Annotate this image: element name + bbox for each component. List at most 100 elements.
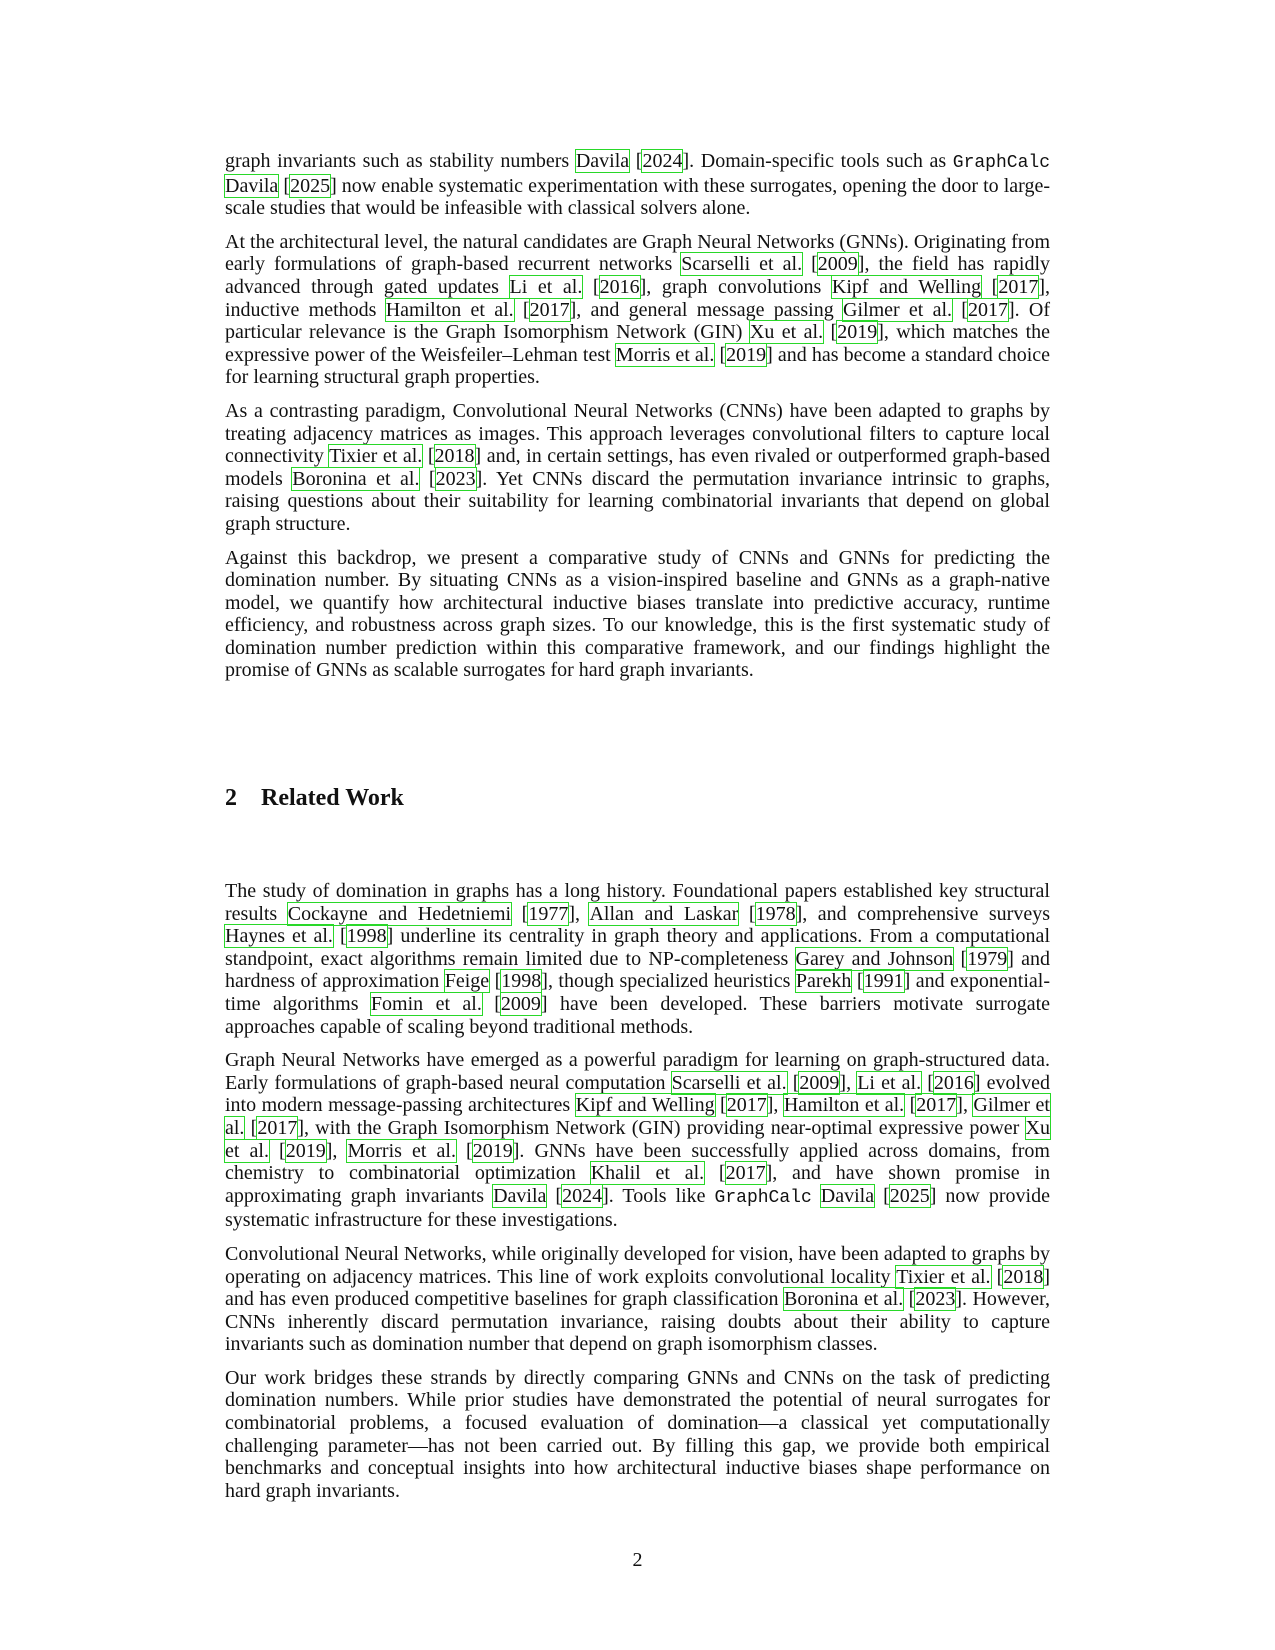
body-text: [ [952,298,968,321]
citation-link[interactable]: 2017 [997,274,1040,299]
citation-link[interactable]: Parekh [794,969,853,994]
body-text: [ [851,970,864,993]
citation-link[interactable]: Scarselli et al. [670,1070,788,1095]
body-text: ] evolved into modern message-passing ar… [225,1071,1050,1117]
citation-link[interactable]: 2016 [932,1070,975,1095]
body-text: [ [874,1184,890,1207]
citation-link[interactable]: 1991 [862,969,905,994]
citation-link[interactable]: Allan and Laskar [588,901,740,926]
citation-link[interactable]: Fomin et al. [369,991,483,1016]
body-text: ] have been developed. These barriers mo… [225,992,1051,1038]
citation-link[interactable]: Feige [443,969,491,994]
citation-link[interactable]: 2018 [1002,1264,1045,1289]
citation-link[interactable]: Xu et al. [224,1115,1051,1163]
citation-link[interactable]: Boronina et al. [291,466,421,491]
citation-link[interactable]: 2024 [641,149,684,173]
body-text: [ [546,1184,563,1207]
body-text: ], graph convolutions [639,275,832,298]
citation-link[interactable]: Davila [223,173,280,198]
citation-link[interactable]: 2009 [499,991,542,1016]
citation-link[interactable]: 2017 [528,297,571,322]
body-text: [ [823,321,838,344]
citation-link[interactable]: Boronina et al. [782,1287,905,1312]
intro-section: graph invariants such as stability numbe… [223,149,1050,693]
citation-link[interactable]: 2018 [433,444,476,469]
citation-link[interactable]: 2023 [914,1287,957,1312]
body-text: [ [714,343,727,366]
body-text: ] and hardness of approximation [225,947,1050,993]
citation-link[interactable]: Morris et al. [346,1138,457,1163]
citation-link[interactable]: 2025 [888,1183,931,1208]
citation-link[interactable]: 2016 [598,274,641,299]
citation-link[interactable]: 2017 [256,1115,299,1140]
citation-link[interactable]: Davila [574,149,631,173]
citation-link[interactable]: 2024 [561,1183,604,1208]
citation-link[interactable]: Cockayne and Hedetniemi [286,901,513,926]
citation-link[interactable]: Gilmer et al. [842,297,954,322]
citation-link[interactable]: Hamilton et al. [384,297,515,322]
body-text: [ [244,1116,258,1139]
body-text: ]. Domain-specific tools such as [682,150,953,172]
body-text: [ [629,150,643,172]
body-text: [ [904,1094,917,1117]
citation-link[interactable]: 1998 [500,969,543,994]
body-text: [ [278,174,291,197]
citation-link[interactable]: Tixier et al. [895,1264,992,1289]
citation-link[interactable]: Kipf and Welling [830,274,983,299]
citation-link[interactable]: Davila [819,1183,876,1208]
body-text: ]. Of particular relevance is the Graph … [225,298,1050,344]
citation-link[interactable]: 1978 [754,901,797,926]
body-text: [ [481,992,501,1015]
body-text: ]. However, CNNs inherently discard perm… [225,1288,1050,1356]
citation-link[interactable]: Haynes et al. [224,924,334,949]
body-text: [ [903,1288,916,1311]
citation-link[interactable]: Gilmer et al. [224,1093,1051,1140]
citation-link[interactable]: Scarselli et al. [680,252,804,277]
body-text: ], the field has rapidly advanced throug… [225,253,1050,298]
citation-link[interactable]: Garey and Johnson [794,946,955,971]
body-text: ]. Yet CNNs discard the permutation inva… [225,467,1050,535]
citation-link[interactable]: 2009 [816,252,859,277]
body-text: ], [325,1139,348,1162]
body-text: [ [802,253,818,276]
body-text: ], which matches the expressive power of… [225,321,1050,366]
citation-link[interactable]: 2019 [284,1138,327,1163]
citation-link[interactable]: 2017 [966,297,1009,322]
citation-link[interactable]: 2025 [289,173,332,198]
citation-link[interactable]: 1998 [345,924,388,949]
body-text: [ [990,1265,1004,1288]
citation-link[interactable]: 2019 [725,342,768,367]
citation-link[interactable]: 2017 [725,1093,768,1118]
citation-link[interactable]: Davila [492,1183,548,1208]
related-work-section: The study of domination in graphs has a … [224,880,1051,1513]
body-text: ], with the Graph Isomorphism Network (G… [297,1116,1026,1139]
citation-link[interactable]: 2019 [471,1138,514,1163]
intro-paragraph-1: graph invariants such as stability numbe… [223,149,1050,220]
citation-link[interactable]: 2009 [798,1070,841,1095]
citation-link[interactable]: Li et al. [856,1070,923,1095]
body-text: ], [839,1071,858,1094]
citation-link[interactable]: Xu et al. [748,320,825,345]
citation-link[interactable]: 2023 [434,466,477,491]
body-text: ] and has even produced competitive base… [225,1265,1050,1311]
citation-link[interactable]: Tixier et al. [328,444,424,469]
citation-link[interactable]: 2019 [836,320,879,345]
body-text: ] now enable systematic experimentation … [225,174,1050,220]
citation-link[interactable]: 1977 [527,901,570,926]
citation-link[interactable]: 2017 [915,1093,958,1118]
body-text: ], and comprehensive surveys [795,902,1050,925]
citation-link[interactable]: Kipf and Welling [574,1093,716,1118]
body-text: [ [704,1162,726,1185]
body-text: ] underline its centrality in graph theo… [225,925,1050,970]
citation-link[interactable]: Khalil et al. [589,1161,706,1186]
body-text [812,1185,821,1207]
citation-link[interactable]: Morris et al. [614,342,716,367]
citation-link[interactable]: 1979 [966,946,1009,971]
body-text: [ [511,902,529,925]
body-text: ], and have shown promise in approximati… [225,1162,1051,1207]
citation-link[interactable]: 2017 [724,1161,767,1186]
citation-link[interactable]: Hamilton et al. [782,1093,906,1118]
body-text: Our work bridges these strands by direct… [225,1366,1050,1502]
citation-link[interactable]: Li et al. [508,274,584,299]
body-text: As a contrasting paradigm, Convolutional… [225,399,1050,468]
